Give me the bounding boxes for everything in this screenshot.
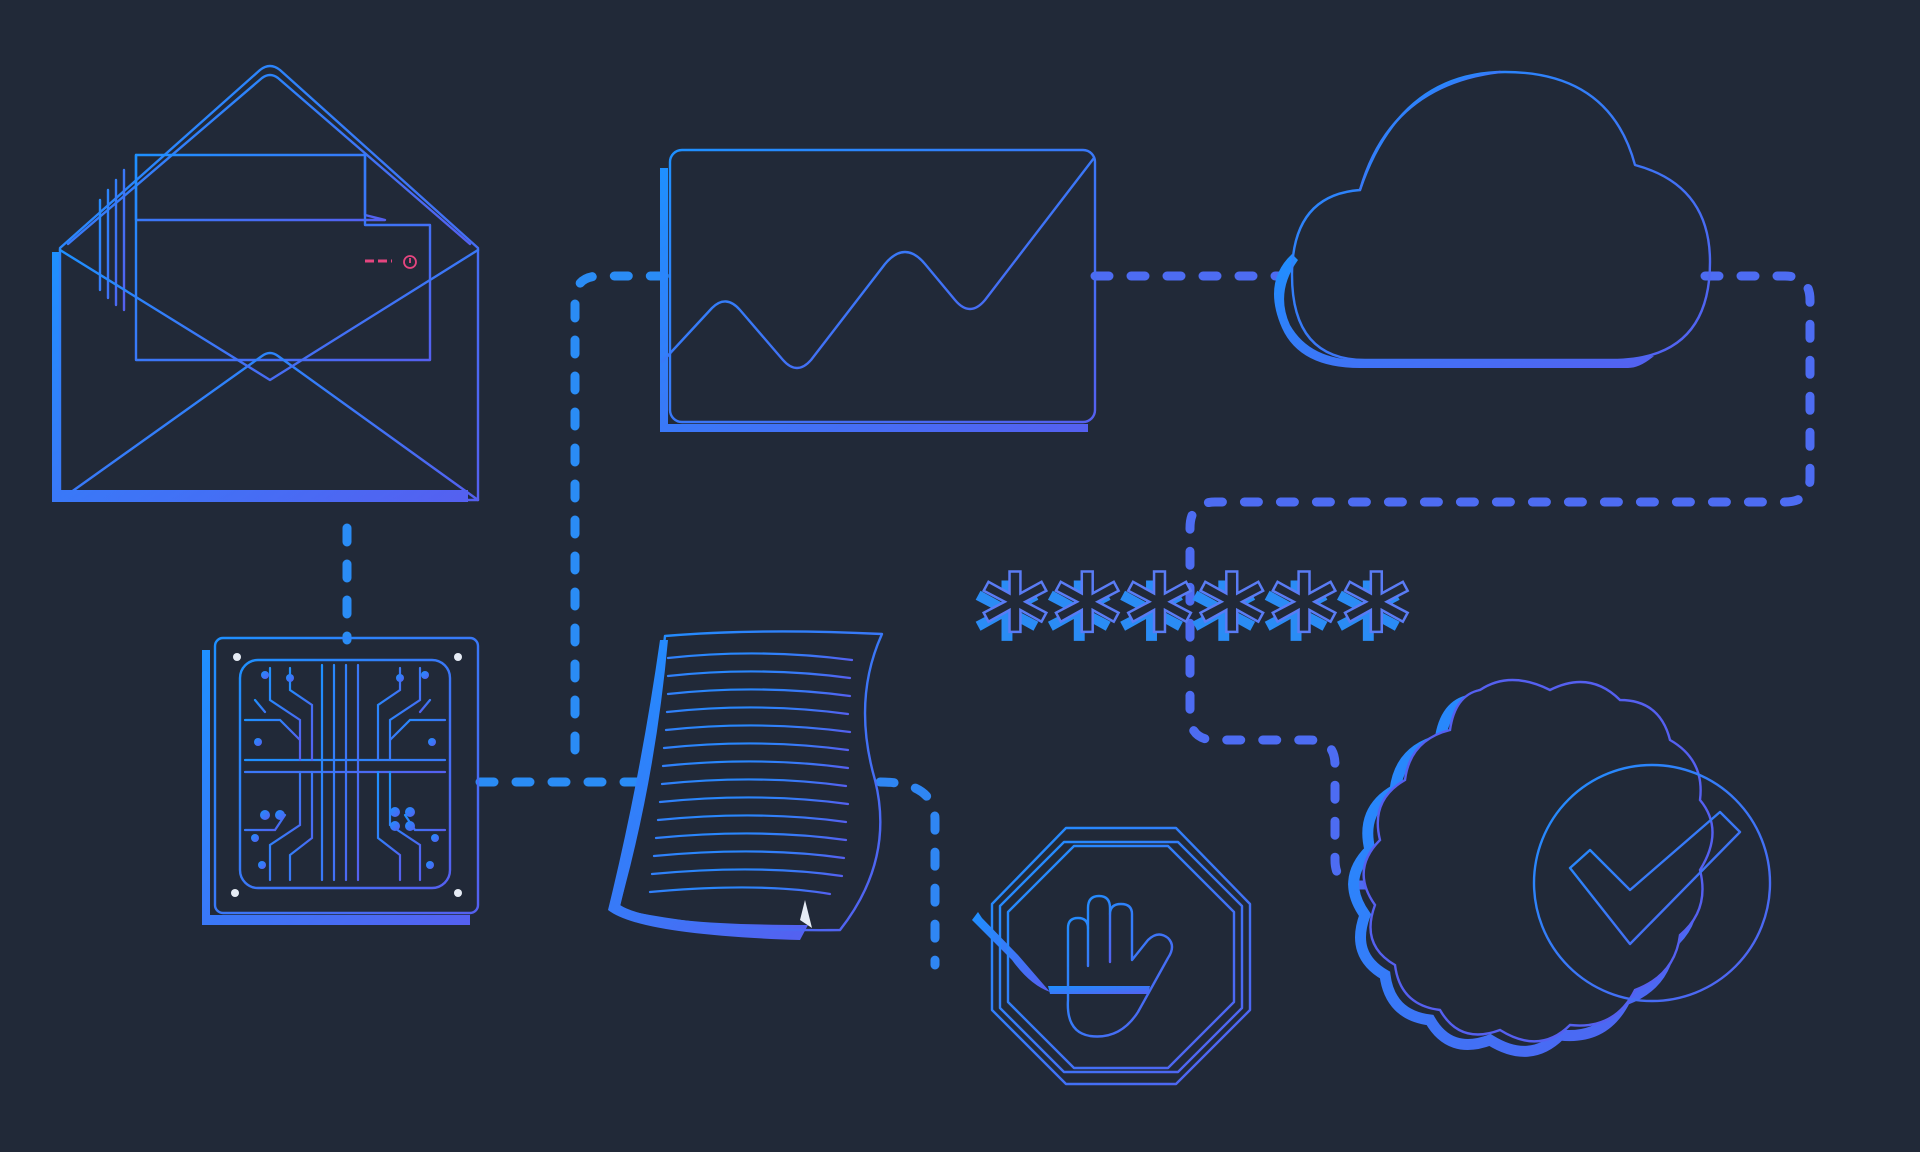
- alert-icon: [403, 255, 417, 269]
- verified-badge-icon: [1348, 678, 1772, 1057]
- stop-hand-icon: [972, 826, 1252, 1086]
- password-mask-shadow: ******: [968, 556, 1402, 708]
- masked-password-icon: ****** ******: [968, 546, 1417, 708]
- document-icon: [608, 630, 884, 940]
- line-chart-icon: [660, 148, 1097, 432]
- email-papers: [98, 153, 432, 362]
- envelope-icon: [52, 64, 480, 502]
- circuit-chip-icon: [202, 636, 480, 925]
- connector-lines: [342, 271, 1815, 970]
- password-mask: ******: [976, 547, 1410, 699]
- cloud-icon: [1274, 70, 1712, 368]
